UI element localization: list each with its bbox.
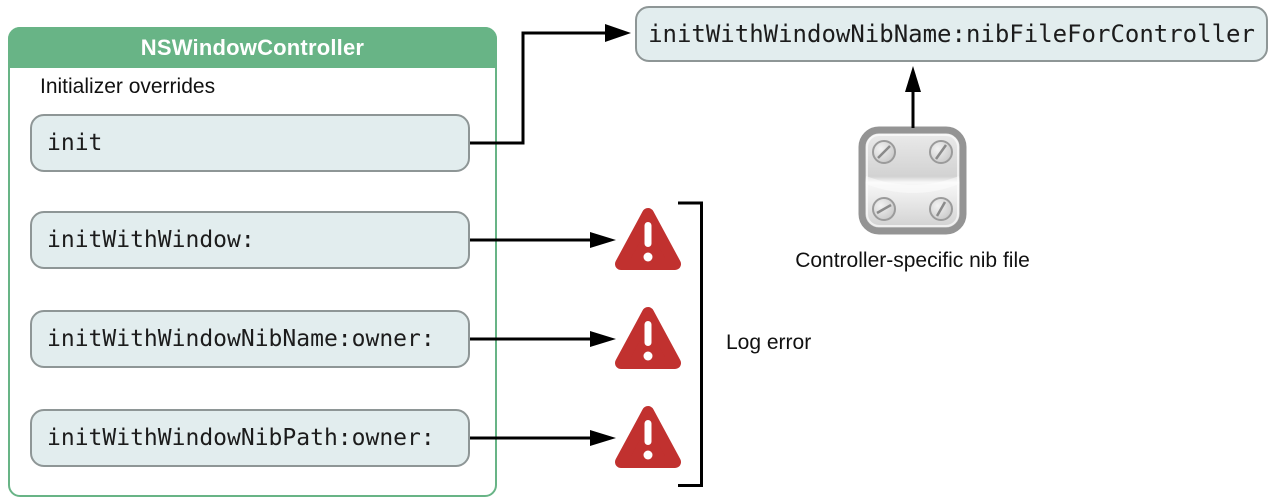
log-error-bracket (678, 201, 703, 487)
screw-icon (872, 197, 896, 221)
nswindowcontroller-box: NSWindowController Initializer overrides… (8, 27, 497, 497)
nib-file-caption: Controller-specific nib file (795, 249, 1030, 272)
method-box-initwithwindownibname-owner: initWithWindowNibName:owner: (30, 310, 470, 368)
arrow-nib-to-designated (905, 66, 921, 128)
warning-icon (615, 406, 681, 468)
designated-initializer-label: initWithWindowNibName:nibFileForControll… (648, 20, 1255, 48)
section-label: Initializer overrides (40, 75, 216, 98)
method-label: init (47, 130, 103, 156)
designated-initializer-box: initWithWindowNibName:nibFileForControll… (635, 6, 1268, 62)
class-header: NSWindowController (8, 27, 497, 68)
method-box-init: init (30, 114, 470, 172)
screw-icon (929, 197, 953, 221)
warning-icon (615, 307, 681, 369)
method-box-initwithwindow: initWithWindow: (30, 211, 470, 269)
method-label: initWithWindowNibName:owner: (47, 326, 435, 352)
warning-icon (615, 208, 681, 270)
screw-icon (929, 140, 953, 164)
class-title: NSWindowController (140, 34, 365, 60)
method-label: initWithWindow: (47, 227, 255, 253)
nib-file-icon (858, 126, 967, 235)
screw-icon (872, 140, 896, 164)
method-box-initwithwindownibpath-owner: initWithWindowNibPath:owner: (30, 409, 470, 467)
log-error-label: Log error (726, 331, 812, 354)
method-label: initWithWindowNibPath:owner: (47, 425, 435, 451)
